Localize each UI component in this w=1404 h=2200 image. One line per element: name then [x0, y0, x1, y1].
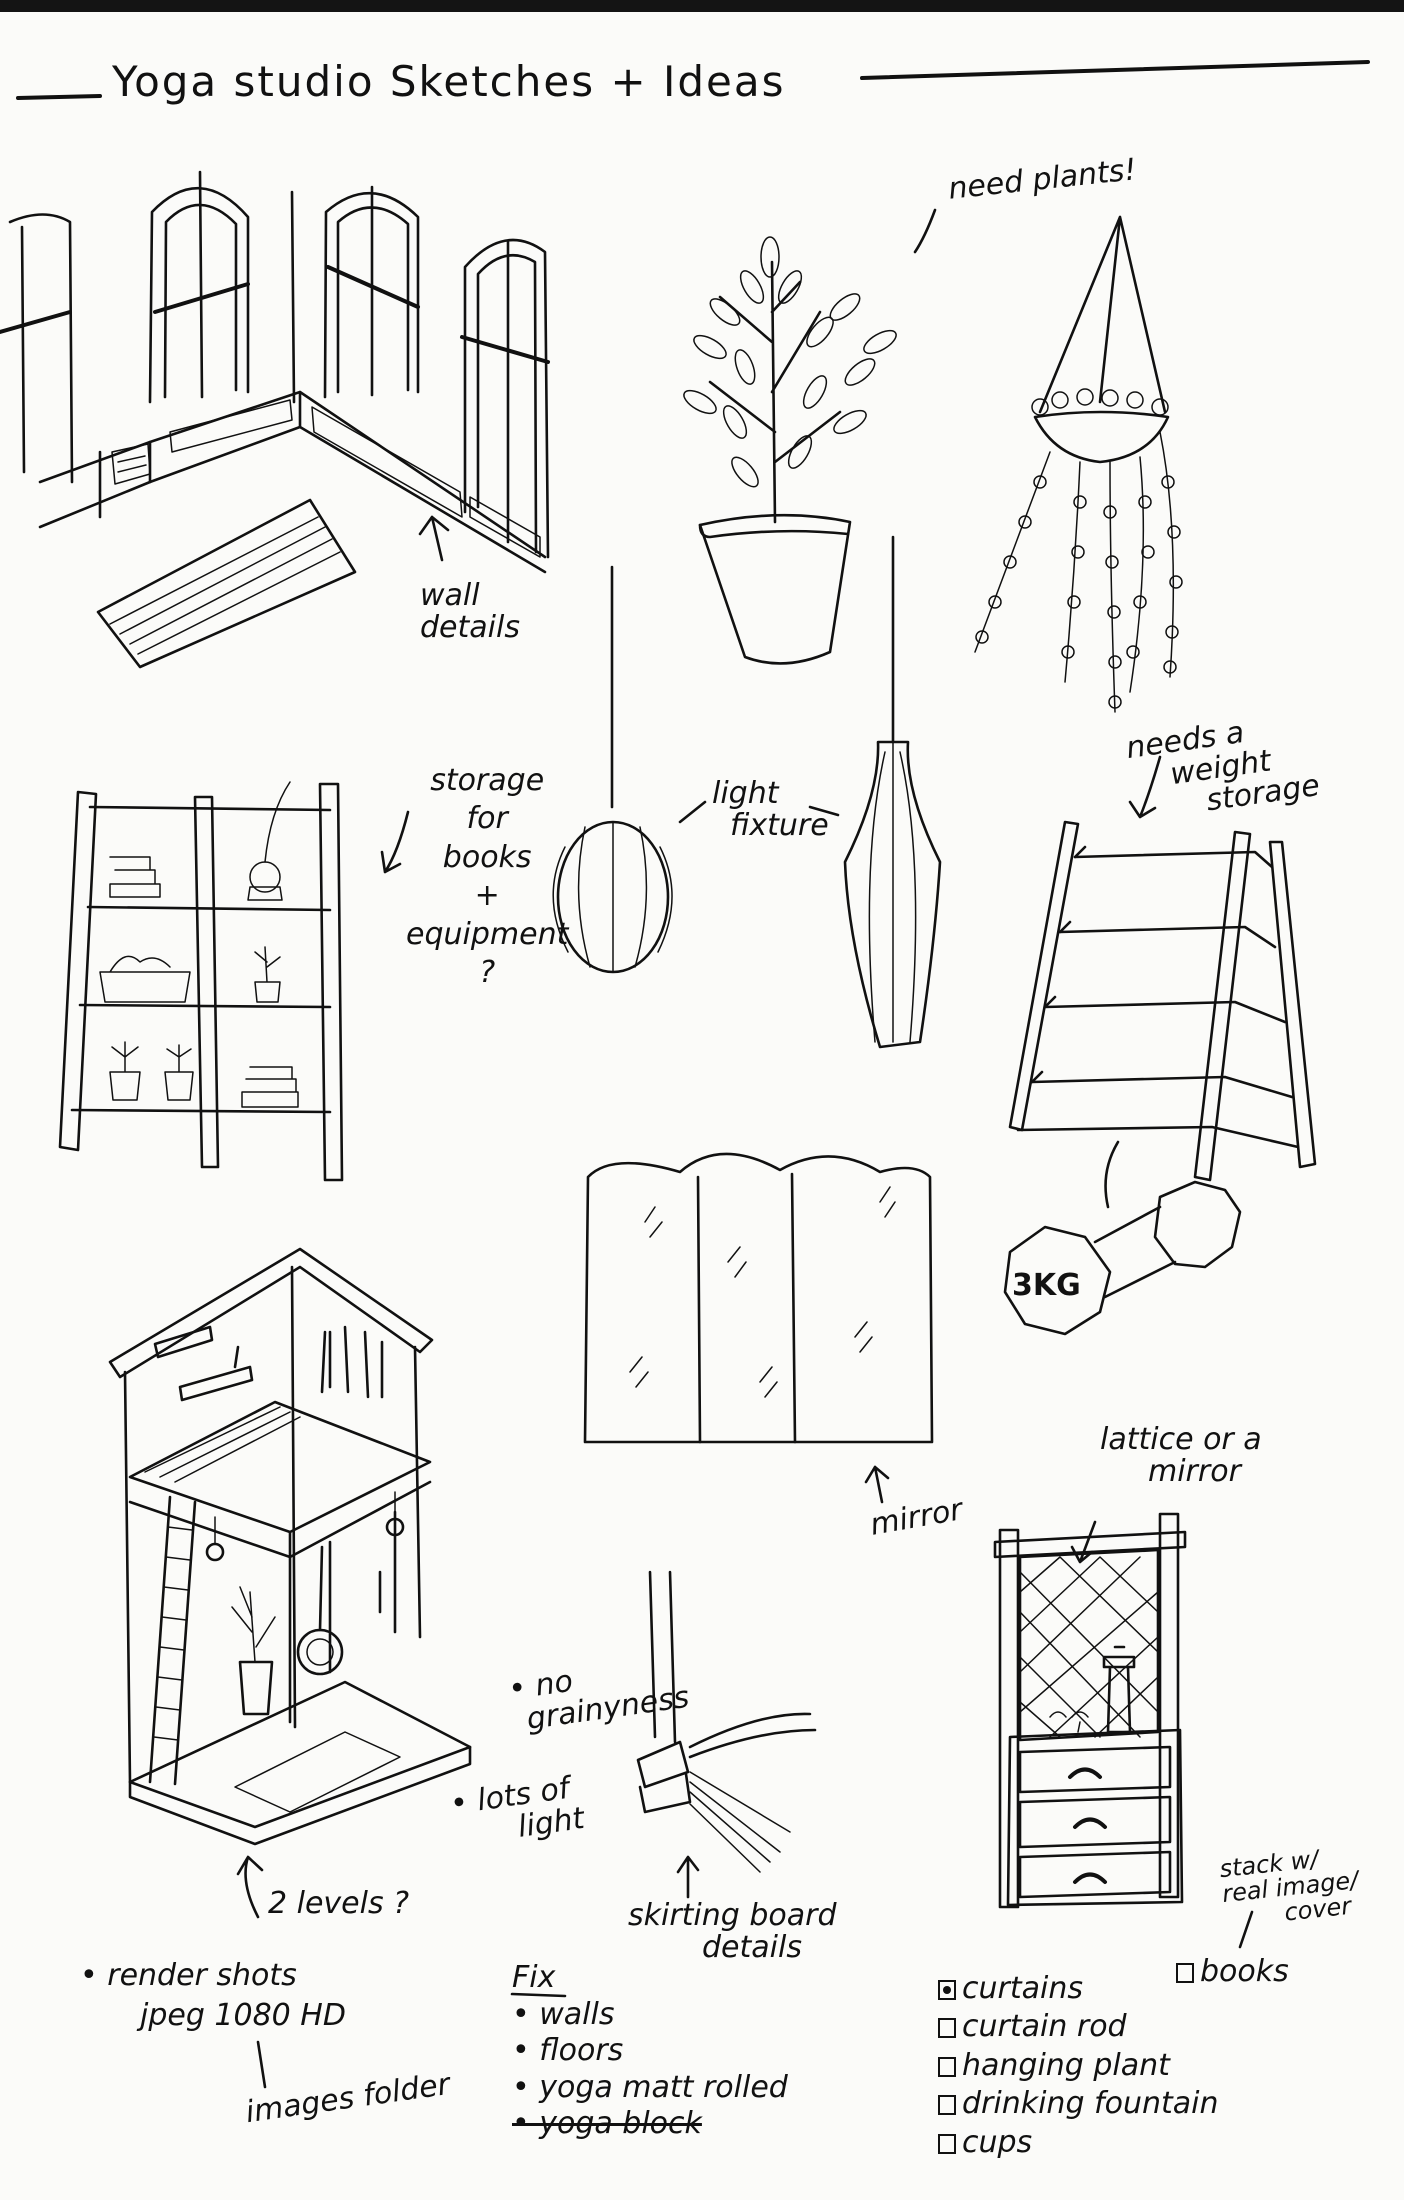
note-lattice-line-1: lattice or a	[1100, 1422, 1262, 1457]
windows-room-sketch	[0, 170, 550, 669]
arrow-light-left	[678, 800, 707, 824]
skirting-board-sketch	[636, 1570, 817, 1873]
checklist-item-curtains[interactable]: curtains	[938, 1970, 1218, 2008]
checklist-item-hanging-plant[interactable]: hanging plant	[938, 2047, 1218, 2085]
checkbox-icon[interactable]	[938, 2018, 956, 2039]
arrow-skirting	[676, 1855, 700, 1899]
checkbox-icon[interactable]	[1176, 1963, 1194, 1983]
note-two-levels: 2 levels ?	[268, 1886, 410, 1921]
sketch-drawings	[0, 60, 1370, 2089]
checklist-label-hanging-plant: hanging plant	[962, 2047, 1170, 2083]
light-fixture-sketch	[552, 535, 942, 1049]
loft-structure-sketch	[108, 1247, 472, 1846]
checkbox-icon[interactable]	[938, 2095, 956, 2116]
note-lattice-line-2: mirror	[1148, 1453, 1241, 1489]
dumbbell-sketch	[1003, 1180, 1242, 1336]
arrow-need-plants	[913, 208, 937, 254]
title-rule-right	[860, 60, 1370, 80]
checklist-label-curtain-rod: curtain rod	[962, 2009, 1127, 2045]
potted-plant-sketch	[683, 236, 897, 665]
note-storage: storage for books + equipment ?	[406, 762, 568, 992]
arrow-storage	[380, 810, 410, 874]
bookshelf-sketch	[58, 781, 344, 1182]
fix-item-walls: • walls	[512, 1996, 615, 2032]
checklist: curtains curtain rod hanging plant drink…	[938, 1970, 1218, 2162]
arrow-wall-details	[418, 515, 450, 562]
arrow-lattice	[1070, 1520, 1097, 1564]
note-wall-details-line-2: details	[420, 609, 520, 645]
note-stack: stack w/ real image/ cover	[1218, 1843, 1362, 1932]
render-notes-line-1: • render shots	[80, 1958, 297, 1993]
fix-underline	[510, 1992, 567, 1998]
checkbox-checked-icon[interactable]	[938, 1980, 956, 2000]
note-lattice: lattice or a mirror	[1100, 1424, 1262, 1487]
note-storage-line-4: +	[474, 878, 500, 914]
arrow-two-levels	[236, 1855, 264, 1919]
render-notes: • render shots jpeg 1080 HD images folde…	[80, 1958, 452, 2130]
note-light-line-1: light	[712, 776, 779, 811]
note-wall-details: wall details	[420, 580, 520, 643]
arrow-light-right	[808, 805, 840, 817]
note-wall-details-line-1: wall	[420, 578, 480, 613]
arrow-weight-storage	[1128, 755, 1162, 819]
dumbbell-weight-label: 3KG	[1012, 1268, 1081, 1303]
mirror-sketch	[583, 1152, 934, 1444]
note-skirting-line-1: skirting board	[628, 1898, 837, 1933]
note-storage-line-3: books	[442, 839, 532, 875]
checkbox-icon[interactable]	[938, 2056, 956, 2077]
note-storage-line-5: equipment	[406, 916, 569, 952]
render-notes-line-2: jpeg 1080 HD	[140, 1997, 346, 2033]
fix-item-yoga-block: • yoga block	[512, 2106, 702, 2142]
checklist-item-cups[interactable]: cups	[938, 2124, 1218, 2162]
note-light-fixture: light fixture	[712, 778, 829, 841]
weight-ladder-sketch	[1008, 820, 1317, 1182]
dresser-lattice-sketch	[993, 1512, 1187, 1909]
sketch-page: Yoga studio Sketches + Ideas need plants…	[0, 12, 1404, 2200]
fix-heading: Fix	[512, 1960, 556, 1995]
checklist-item-drinking-fountain[interactable]: drinking fountain	[938, 2085, 1218, 2123]
checklist-item-curtain-rod[interactable]: curtain rod	[938, 2008, 1218, 2046]
title-rule-left	[16, 94, 102, 100]
arrow-images-folder	[256, 2040, 267, 2089]
checklist-label-cups: cups	[962, 2124, 1033, 2160]
arrow-stack	[1238, 1910, 1254, 1949]
note-skirting-line-2: details	[702, 1929, 802, 1965]
checklist-item-books[interactable]: books	[1176, 1956, 1289, 1988]
fix-list: Fix • walls • floors • yoga matt rolled …	[512, 1960, 788, 2143]
page-title: Yoga studio Sketches + Ideas	[112, 57, 786, 106]
hanging-plant-sketch	[974, 215, 1183, 713]
checkbox-icon[interactable]	[938, 2133, 956, 2154]
note-skirting-board: skirting board details	[628, 1900, 837, 1963]
note-storage-line-1: storage	[430, 763, 545, 798]
note-storage-line-6: ?	[479, 954, 496, 990]
note-storage-line-2: for	[466, 801, 508, 837]
arrow-to-dumbbell	[1104, 1140, 1120, 1209]
arrow-mirror	[864, 1465, 890, 1504]
fix-item-yoga-matt: • yoga matt rolled	[512, 2069, 788, 2105]
checklist-label-curtains: curtains	[962, 1971, 1083, 2006]
note-light-line-2: fixture	[730, 807, 829, 843]
checklist-label-books: books	[1200, 1954, 1289, 1989]
checklist-label-drinking-fountain: drinking fountain	[962, 2086, 1219, 2122]
fix-item-floors: • floors	[512, 2033, 624, 2069]
